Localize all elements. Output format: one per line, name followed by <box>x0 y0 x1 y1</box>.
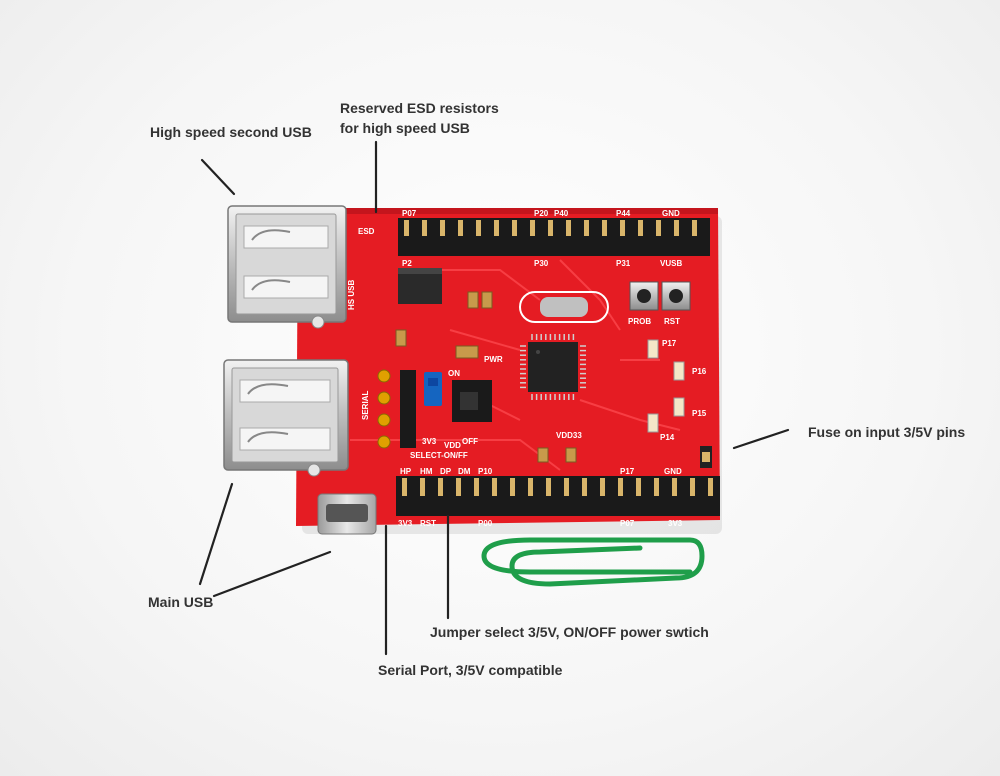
header-pin <box>420 478 425 496</box>
header-pin <box>440 220 445 236</box>
silk-bot-gnd: GND <box>664 467 682 476</box>
header-pin <box>422 220 427 236</box>
silk-serial: SERIAL <box>361 391 370 420</box>
header-pin <box>404 220 409 236</box>
header-pin <box>548 220 553 236</box>
silk-bot-3v3b: 3V3 <box>668 519 683 528</box>
silk-esd: ESD <box>358 227 375 236</box>
silk-top-p20: P20 <box>534 209 549 218</box>
label-main-usb: Main USB <box>148 594 214 610</box>
silk-vdd: VDD <box>444 441 461 450</box>
serial-port-header <box>377 369 416 449</box>
silk-select: SELECT-ON/FF <box>410 451 468 460</box>
silk-bot-hp: HP <box>400 467 412 476</box>
header-pin <box>528 478 533 496</box>
silk-pwr: PWR <box>484 355 503 364</box>
reset-button <box>661 281 691 311</box>
voltage-jumper <box>424 372 442 406</box>
silk-bot-dm: DM <box>458 467 471 476</box>
header-pin <box>636 478 641 496</box>
top-pin-header <box>398 218 710 256</box>
header-pin <box>546 478 551 496</box>
silk-on: ON <box>448 369 460 378</box>
header-pin <box>672 478 677 496</box>
header-pin <box>476 220 481 236</box>
label-fuse: Fuse on input 3/5V pins <box>808 424 966 440</box>
silk-off: OFF <box>462 437 478 446</box>
microcontroller-chip <box>520 334 586 400</box>
silk-bot-rst: RST <box>420 519 436 528</box>
header-pin <box>530 220 535 236</box>
header-pin <box>618 478 623 496</box>
header-pin <box>512 220 517 236</box>
silk-p15: P15 <box>692 409 707 418</box>
silk-prob: PROB <box>628 317 651 326</box>
header-pin <box>458 220 463 236</box>
header-pin <box>564 478 569 496</box>
header-pin <box>474 478 479 496</box>
header-pin <box>708 478 713 496</box>
silk-hs-usb: HS USB <box>347 280 356 310</box>
label-esd-line1: Reserved ESD resistors <box>340 100 499 116</box>
header-pin <box>620 220 625 236</box>
silk-top-vusb: VUSB <box>660 259 682 268</box>
header-pin <box>690 478 695 496</box>
micro-usb-port <box>317 493 377 535</box>
crystal-outline <box>519 291 609 323</box>
smd-components <box>395 291 577 463</box>
paperclip <box>481 537 705 587</box>
silk-bot-hm: HM <box>420 467 433 476</box>
power-switch <box>452 380 492 422</box>
silk-bot-p00: P00 <box>478 519 493 528</box>
silk-bot-p17: P17 <box>620 467 635 476</box>
silk-top-p07: P07 <box>402 209 417 218</box>
callout-lines <box>198 140 790 656</box>
header-pin <box>602 220 607 236</box>
silk-bot-3v3a: 3V3 <box>398 519 413 528</box>
header-pin <box>638 220 643 236</box>
header-pin <box>674 220 679 236</box>
header-pin <box>600 478 605 496</box>
header-pin <box>566 220 571 236</box>
header-pin <box>510 478 515 496</box>
header-pin <box>692 220 697 236</box>
silk-top-p44: P44 <box>616 209 631 218</box>
silk-top-p30: P30 <box>534 259 549 268</box>
prob-button <box>629 281 659 311</box>
header-pin <box>656 220 661 236</box>
silk-3v3: 3V3 <box>422 437 437 446</box>
header-pin <box>654 478 659 496</box>
silk-top-gnd: GND <box>662 209 680 218</box>
silk-rst-button: RST <box>664 317 680 326</box>
silk-p16: P16 <box>692 367 707 376</box>
label-jumper: Jumper select 3/5V, ON/OFF power swtich <box>430 624 709 640</box>
header-pin <box>402 478 407 496</box>
header-pin <box>438 478 443 496</box>
header-pin <box>582 478 587 496</box>
silk-top-p40: P40 <box>554 209 569 218</box>
silk-p17-led: P17 <box>662 339 677 348</box>
header-pin <box>456 478 461 496</box>
label-high-speed-usb: High speed second USB <box>150 124 312 140</box>
high-speed-usb-connector <box>227 205 347 329</box>
silk-bot-p07: P07 <box>620 519 635 528</box>
header-pin <box>584 220 589 236</box>
main-usb-connector <box>223 359 349 477</box>
silk-vdd33: VDD33 <box>556 431 582 440</box>
header-pin <box>494 220 499 236</box>
label-serial: Serial Port, 3/5V compatible <box>378 662 563 678</box>
silk-p14: P14 <box>660 433 675 442</box>
leds <box>647 339 685 433</box>
silk-bot-p10: P10 <box>478 467 493 476</box>
header-pin <box>492 478 497 496</box>
silk-top-p2: P2 <box>402 259 412 268</box>
bottom-pin-header <box>396 476 720 516</box>
fuse <box>700 446 712 468</box>
silk-top-p31: P31 <box>616 259 631 268</box>
label-esd-line2: for high speed USB <box>340 120 470 136</box>
silk-bot-dp: DP <box>440 467 452 476</box>
voltage-regulator <box>398 268 442 304</box>
